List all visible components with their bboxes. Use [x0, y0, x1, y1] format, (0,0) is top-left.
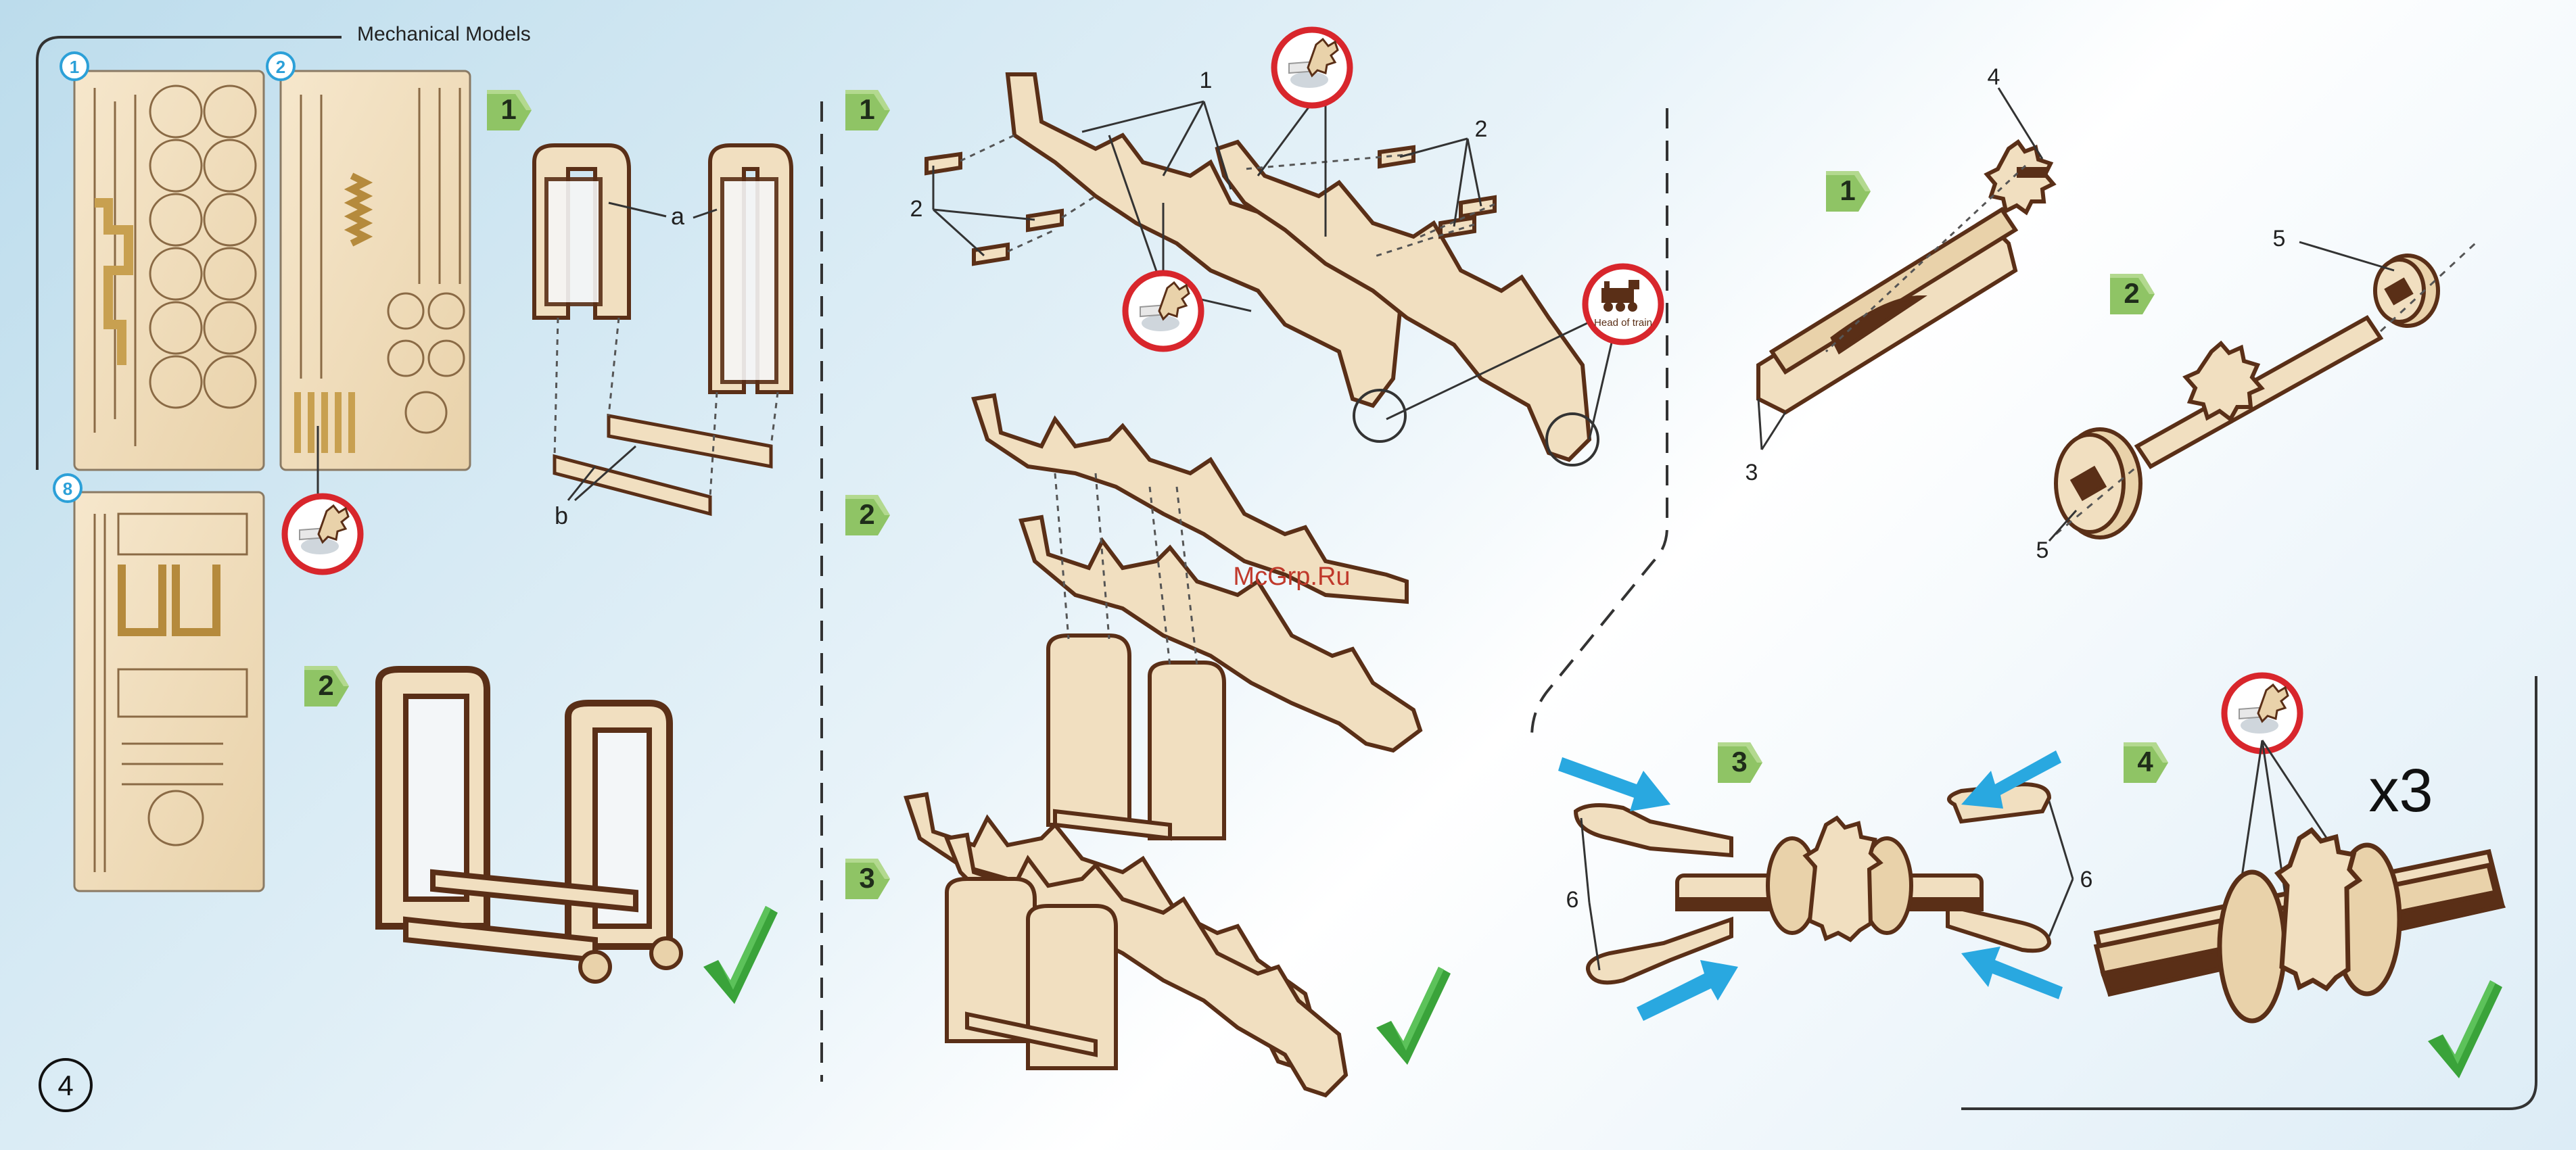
sheet-1	[74, 71, 264, 470]
panel2-step-2: 2	[859, 498, 874, 530]
glue-icon	[2224, 675, 2300, 751]
panel3-step-3: 3	[1731, 746, 1747, 777]
glue-icon	[1274, 30, 1350, 105]
checkmark-icon	[1376, 967, 1451, 1065]
sheet-2-label: 2	[276, 57, 285, 77]
checkmark-icon	[2428, 980, 2502, 1078]
panel2-step-1: 1	[859, 93, 874, 125]
panel1-step-2: 2	[318, 669, 333, 701]
callout-4: 4	[1988, 64, 2000, 90]
rail-onto-frame	[974, 396, 1420, 838]
frame-side-part-left	[534, 145, 629, 318]
callout-5-bottom: 5	[2036, 537, 2049, 563]
watermark: McGrp.Ru	[1233, 562, 1350, 591]
panel3-step-1: 1	[1840, 174, 1855, 206]
frame-crossbar-parts	[555, 416, 771, 514]
assembled-frame	[379, 669, 681, 982]
callout-5-top: 5	[2273, 226, 2286, 251]
page-number: 4	[57, 1070, 73, 1101]
callout-2-left: 2	[910, 196, 923, 222]
callout-2-right: 2	[1475, 116, 1488, 142]
callout-3: 3	[1746, 460, 1758, 485]
panel3-step-2: 2	[2124, 277, 2139, 309]
callout-a: a	[671, 202, 685, 230]
chassis-assembled	[906, 794, 1346, 1095]
head-of-train-badge: Head of train	[1585, 266, 1661, 342]
chassis-rail-parts	[927, 74, 1589, 460]
glue-icon	[285, 496, 360, 572]
panel1-step-1: 1	[500, 93, 516, 125]
frame-side-part-right	[710, 145, 791, 392]
badge-text: Head of train	[1594, 317, 1652, 329]
sheet-8-label: 8	[63, 479, 72, 499]
callout-6-right: 6	[2080, 867, 2093, 892]
sheet-2	[281, 71, 470, 470]
callout-b: b	[555, 502, 568, 529]
multiplier-label: x3	[2368, 757, 2433, 825]
sheet-8	[74, 492, 264, 891]
header-title: Mechanical Models	[357, 23, 531, 45]
glue-icon	[1125, 273, 1201, 349]
checkmark-icon	[703, 906, 778, 1004]
panel3-step-4: 4	[2137, 746, 2153, 777]
finished-axle	[2097, 830, 2502, 1021]
panel2-step-3: 3	[859, 862, 874, 894]
callout-6-left: 6	[1566, 887, 1579, 913]
callout-1: 1	[1200, 68, 1213, 93]
sheet-1-label: 1	[70, 57, 79, 77]
